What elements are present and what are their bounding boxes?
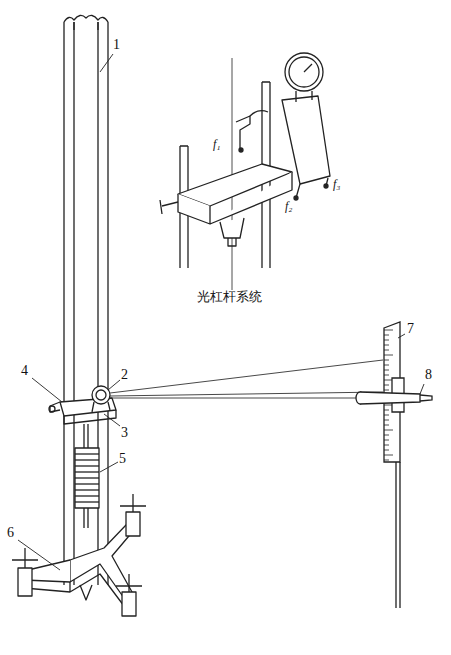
part-label: f₂: [284, 200, 294, 212]
callout-number: 5: [118, 452, 127, 466]
callout-number: 3: [120, 426, 129, 440]
callout-number: 1: [112, 38, 121, 52]
frame: [12, 15, 146, 616]
light-ray: [110, 360, 383, 398]
callout-number: 4: [20, 364, 29, 378]
callout-number: 6: [6, 526, 15, 540]
leader-line: [18, 54, 424, 570]
optical-lever-inset: [160, 53, 330, 300]
scale-stand: [384, 322, 404, 608]
telescope: [356, 392, 432, 404]
part-label: f₁: [212, 138, 222, 150]
inset-caption: 光杠杆系统: [196, 290, 263, 303]
callout-number: 8: [424, 368, 433, 382]
callout-number: 7: [406, 322, 415, 336]
callout-number: 2: [120, 368, 129, 382]
part-label: f₃: [332, 178, 342, 190]
